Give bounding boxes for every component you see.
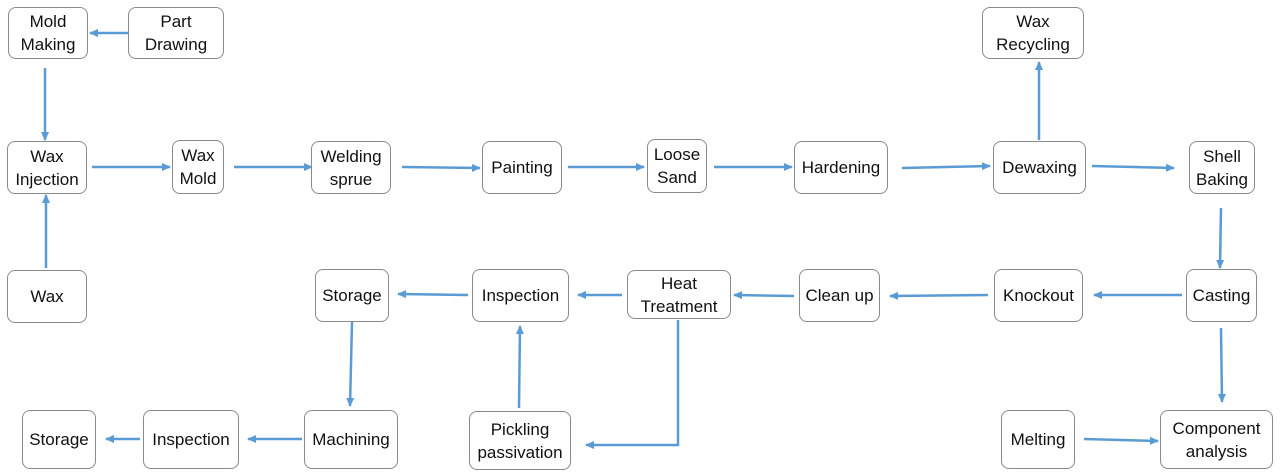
arrow-welding-sprue-to-painting: [401, 163, 481, 172]
node-dewaxing: Dewaxing: [993, 141, 1086, 194]
node-component-analysis: Component analysis: [1160, 410, 1273, 469]
node-storage-bottom: Storage: [22, 410, 96, 469]
arrow-shell-baking-to-casting: [1216, 207, 1225, 269]
arrow-knockout-to-clean-up: [889, 291, 989, 300]
arrow-melting-to-component-analysis: [1083, 436, 1159, 445]
node-shell-baking: Shell Baking: [1189, 141, 1255, 194]
node-machining: Machining: [304, 410, 398, 469]
arrow-storage-to-machining: [346, 321, 355, 407]
node-storage-top: Storage: [315, 269, 389, 322]
arrow-heat-treatment-to-pickling-passivation: [585, 320, 680, 449]
node-wax: Wax: [7, 270, 87, 323]
arrow-pickling-passivation-to-inspection: [515, 325, 524, 409]
node-wax-recycling: Wax Recycling: [982, 7, 1084, 59]
arrow-casting-to-component-analysis: [1217, 327, 1226, 403]
node-painting: Painting: [482, 141, 562, 194]
node-knockout: Knockout: [994, 269, 1083, 322]
node-pickling-passivation: Pickling passivation: [469, 411, 571, 470]
node-inspection-top: Inspection: [472, 269, 569, 322]
node-hardening: Hardening: [794, 141, 888, 194]
node-wax-mold: Wax Mold: [172, 140, 224, 194]
arrow-inspection-to-storage: [397, 290, 469, 299]
node-heat-treatment: Heat Treatment: [627, 270, 731, 319]
node-clean-up: Clean up: [799, 269, 880, 322]
node-wax-injection: Wax Injection: [7, 141, 87, 194]
node-welding-sprue: Welding sprue: [311, 141, 391, 194]
arrow-dewaxing-to-shell-baking: [1091, 163, 1175, 172]
arrow-clean-up-to-heat-treatment: [733, 291, 795, 300]
node-casting: Casting: [1186, 269, 1257, 322]
node-part-drawing: Part Drawing: [128, 7, 224, 59]
node-inspection-bottom: Inspection: [143, 410, 239, 469]
node-loose-sand: Loose Sand: [647, 139, 707, 193]
node-mold-making: Mold Making: [8, 7, 88, 59]
node-melting: Melting: [1001, 410, 1075, 469]
arrow-hardening-to-dewaxing: [901, 162, 991, 171]
